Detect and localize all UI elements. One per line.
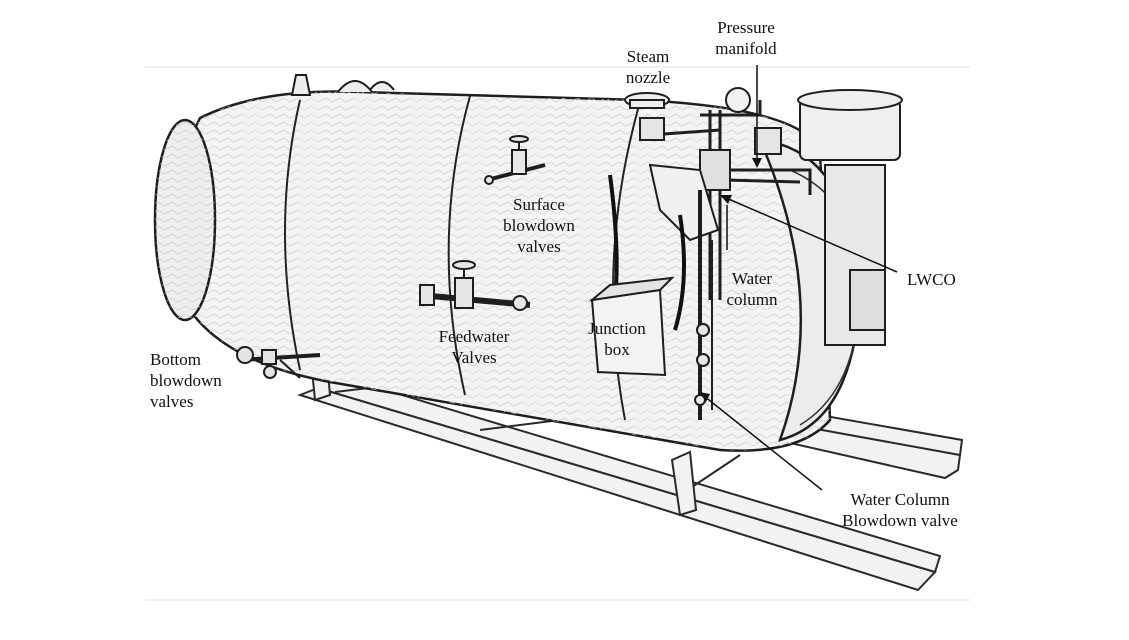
bottom-blowdown-valve [236,346,321,379]
label-line: Bottom [150,350,202,369]
label-lwco: LWCO [907,269,956,290]
label-steam-nozzle: Steam nozzle [612,46,684,88]
label-line: Surface [513,195,565,214]
label-line: Junction [588,319,646,338]
label-line: Water [731,269,773,288]
label-line: LWCO [907,270,956,289]
label-line: blowdown [503,216,575,235]
label-line: nozzle [625,68,671,87]
label-bottom-blowdown: Bottom blowdown valves [150,349,222,412]
leader-lines [703,65,898,491]
label-water-column-blowdown: Water Column Blowdown valve [820,489,980,531]
steam-nozzle [624,92,670,109]
label-line: Blowdown valve [842,511,958,530]
label-line: Pressure [717,18,775,37]
surface-blowdown-valve [484,135,546,185]
label-junction-box: Junction box [580,318,654,360]
junction-box [588,276,675,377]
label-line: column [726,290,778,309]
burner-housing [797,89,903,346]
label-water-column: Water column [716,268,788,310]
label-line: Water Column [850,490,950,509]
label-line: manifold [715,39,777,58]
label-surface-blowdown: Surface blowdown valves [490,194,588,257]
water-column [648,163,720,420]
feedwater-valve [419,260,531,311]
leader-arrows [699,158,762,402]
label-pressure-manifold: Pressure manifold [700,17,792,59]
label-line: blowdown [150,371,222,390]
label-line: Feedwater [438,327,510,346]
lifting-lugs [290,74,395,96]
label-line: box [604,340,630,359]
label-feedwater: Feedwater Valves [420,326,528,368]
label-line: Valves [451,348,497,367]
label-line: valves [517,237,561,256]
label-line: valves [150,392,194,411]
label-line: Steam [626,47,670,66]
